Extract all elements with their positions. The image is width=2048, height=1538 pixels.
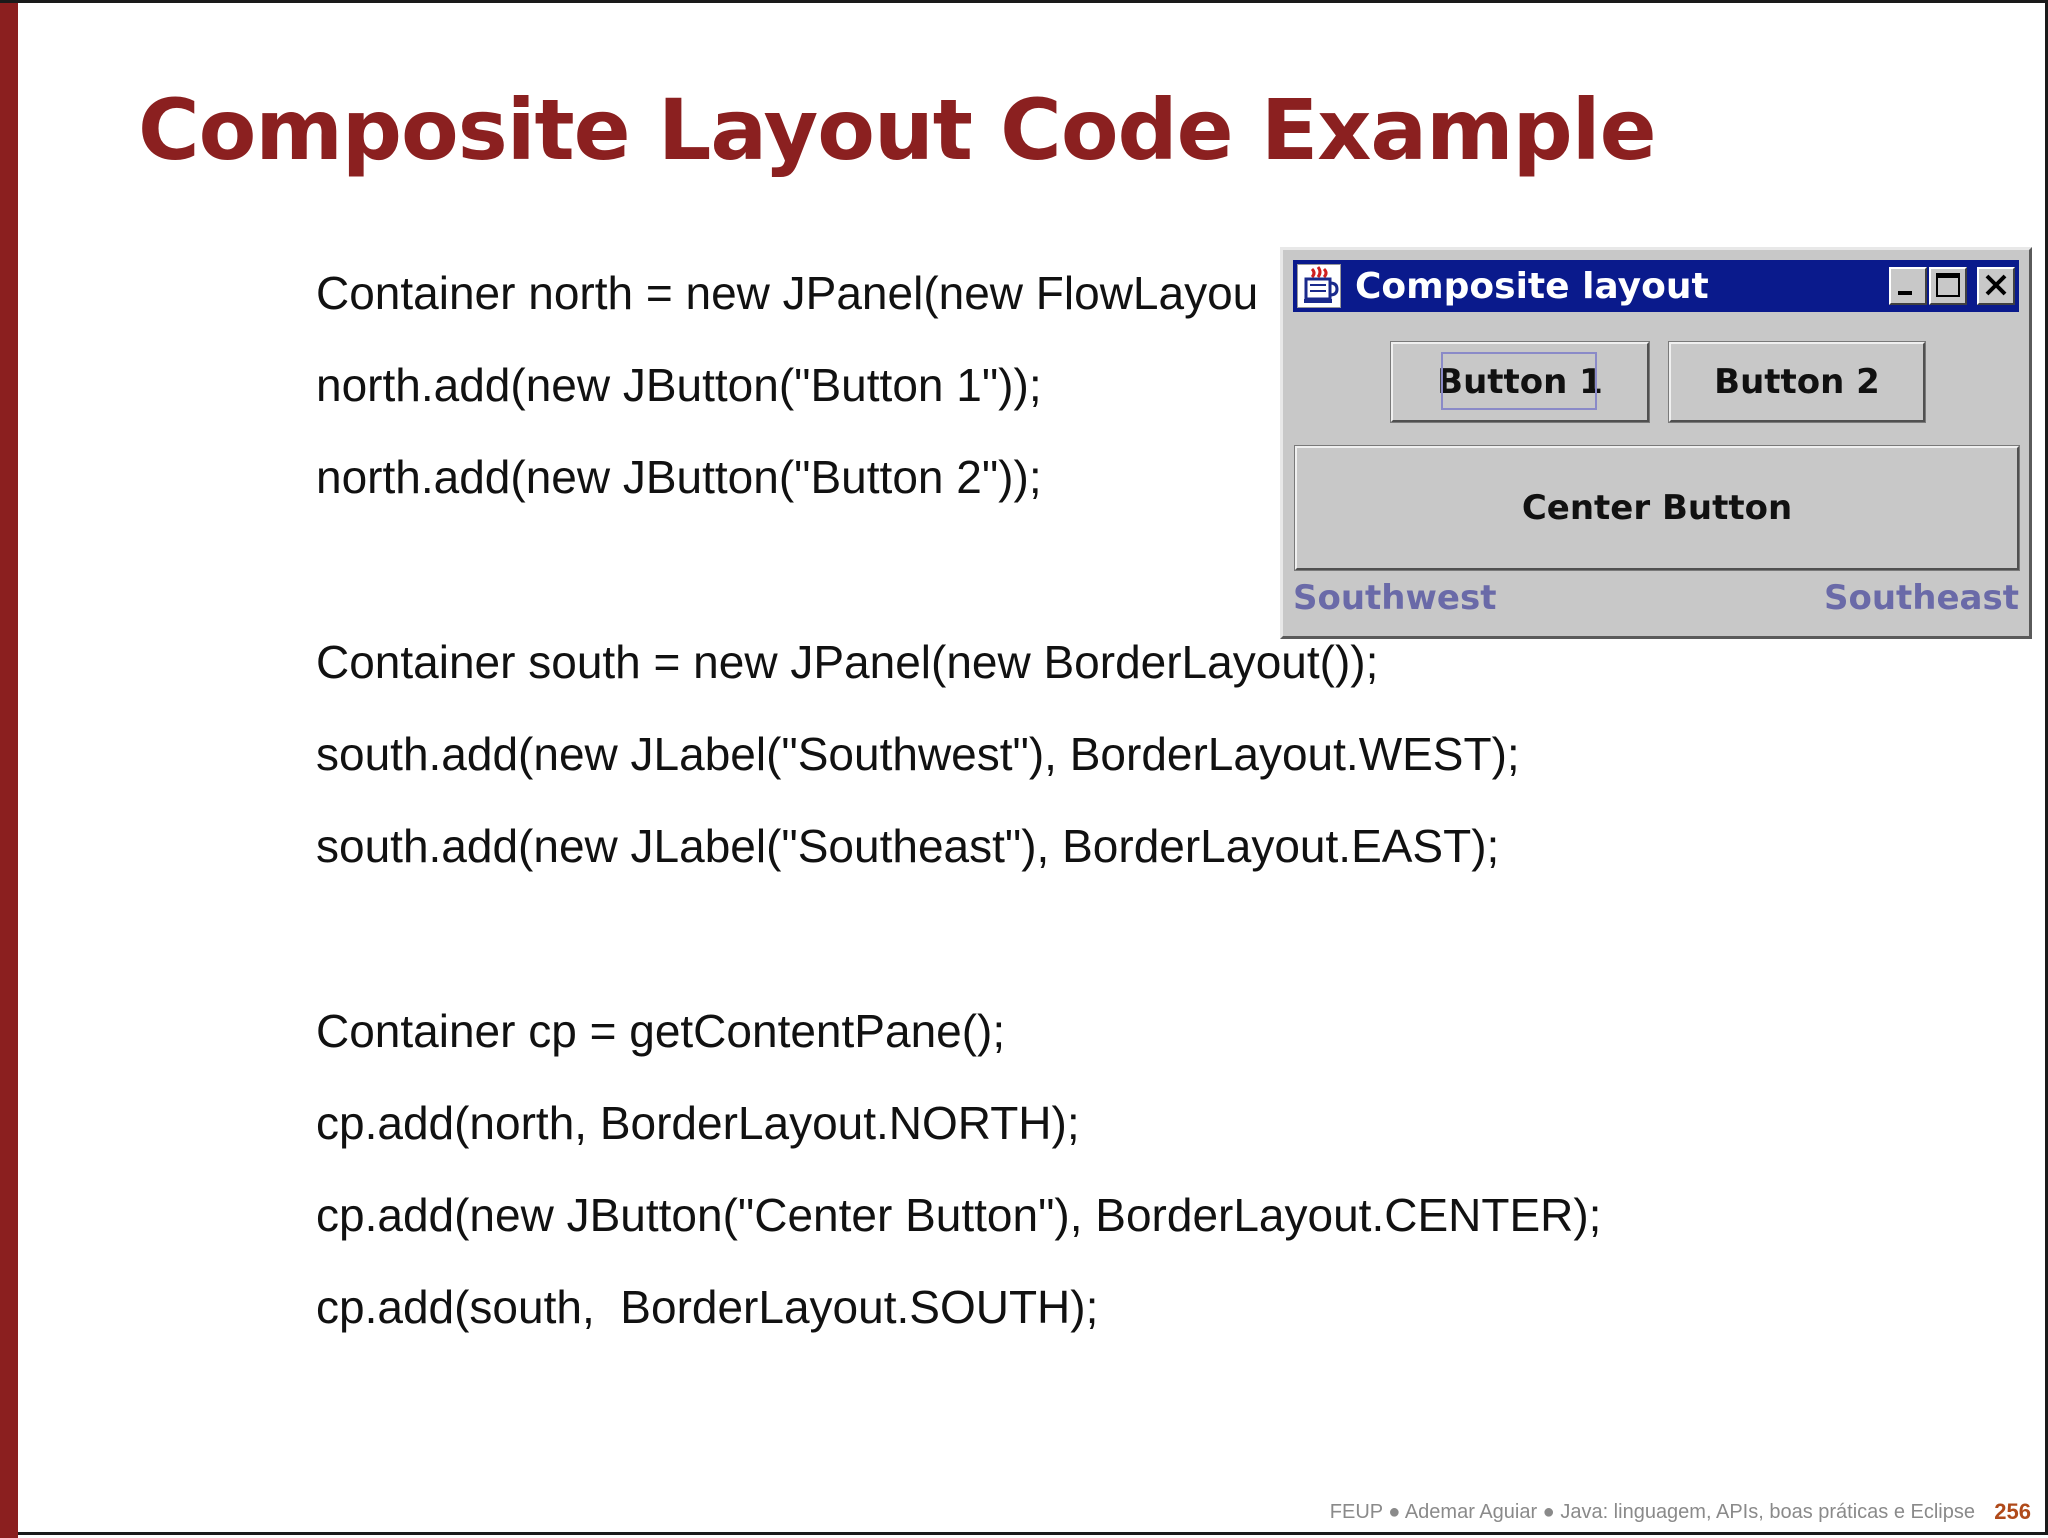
minimize-icon [1898,291,1912,295]
slide-title: Composite Layout Code Example [138,81,1657,179]
close-icon [1985,274,2007,296]
code-line: Container south = new JPanel(new BorderL… [316,636,1379,688]
minimize-button[interactable] [1889,267,1927,305]
code-line: south.add(new JLabel("Southwest"), Borde… [316,728,1520,780]
focus-ring [1441,352,1597,410]
button-1-label: Button 1 [1437,362,1603,402]
page-number: 256 [1994,1499,2031,1524]
button-2-label: Button 2 [1714,362,1880,402]
code-line: cp.add(south, BorderLayout.SOUTH); [316,1281,1099,1333]
code-line: cp.add(north, BorderLayout.NORTH); [316,1097,1080,1149]
code-line: cp.add(new JButton("Center Button"), Bor… [316,1189,1602,1241]
window-title-bar[interactable]: Composite layout [1293,260,2019,312]
code-line: Container north = new JPanel(new FlowLay… [316,267,1259,319]
maximize-button[interactable] [1929,267,1967,305]
center-button[interactable]: Center Button [1295,446,2019,570]
center-button-label: Center Button [1521,488,1793,528]
button-1[interactable]: Button 1 [1391,342,1649,422]
slide-footer: FEUP ● Ademar Aguiar ● Java: linguagem, … [1329,1501,1975,1523]
maximize-icon [1936,273,1960,297]
southwest-label: Southwest [1293,578,1497,618]
java-cup-icon [1297,264,1341,308]
code-line: Container cp = getContentPane(); [316,1005,1006,1057]
code-line: north.add(new JButton("Button 2")); [316,451,1042,503]
close-button[interactable] [1977,267,2015,305]
button-2[interactable]: Button 2 [1669,342,1925,422]
code-line: south.add(new JLabel("Southeast"), Borde… [316,820,1500,872]
slide-accent-bar [0,3,18,1538]
southeast-label: Southeast [1823,578,2019,618]
code-line: north.add(new JButton("Button 1")); [316,359,1042,411]
window-title: Composite layout [1355,266,1709,307]
composite-layout-window: Composite layout Button 1 [1280,247,2032,639]
